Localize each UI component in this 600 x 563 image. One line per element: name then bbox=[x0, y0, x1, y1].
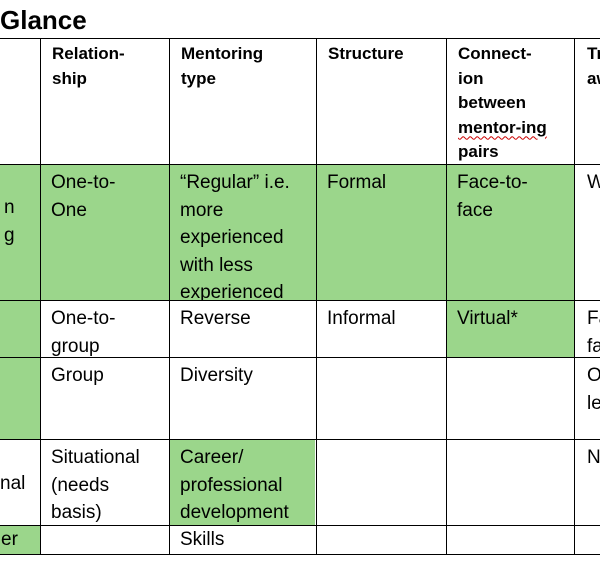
grid-line-bottom bbox=[0, 554, 600, 555]
cell-bg-mentoring-r4 bbox=[170, 440, 315, 526]
grid-line-v4 bbox=[446, 38, 447, 555]
cell-mentoring-r2: Reverse bbox=[180, 308, 251, 329]
cell-structure-r2: Informal bbox=[327, 308, 396, 329]
page-title: Glance bbox=[0, 5, 87, 35]
cell-relationship-r3: Group bbox=[51, 365, 104, 386]
header-relationship: Relation- ship bbox=[52, 44, 125, 88]
header-connection-text: Connect- ion between bbox=[458, 44, 532, 112]
cell-left-r4: nal bbox=[0, 473, 26, 494]
header-mentoring-type: Mentoring type bbox=[181, 44, 264, 88]
header-connection: Connect- ion between mentor-ing pairs bbox=[447, 39, 574, 164]
cell-last-r1: W bbox=[587, 172, 600, 193]
cell-structure-r1: Formal bbox=[327, 172, 387, 193]
cell-left-r5: er bbox=[1, 529, 18, 550]
cell-relationship-r1: One-to- One bbox=[51, 172, 116, 221]
grid-line-v1 bbox=[40, 38, 41, 555]
cell-relationship-r2: One-to- group bbox=[51, 308, 116, 357]
cell-last-r3: O le bbox=[587, 365, 600, 414]
cell-last-r2: Fa fa bbox=[587, 308, 600, 357]
grid-line-row2 bbox=[0, 357, 600, 358]
cell-bg-left-r3 bbox=[0, 358, 40, 440]
cell-mentoring-r4: Career/ professional development bbox=[180, 447, 289, 523]
header-structure: Structure bbox=[328, 44, 404, 63]
cell-bg-left-r1 bbox=[0, 165, 40, 301]
grid-line-row3 bbox=[0, 439, 600, 440]
cell-bg-left-r5 bbox=[0, 526, 40, 554]
grid-line-v3 bbox=[316, 38, 317, 555]
cell-bg-left-r2 bbox=[0, 301, 40, 358]
grid-line-top bbox=[0, 38, 600, 39]
cell-last-r4: N bbox=[587, 447, 600, 468]
cell-connection-r1: Face-to- face bbox=[457, 172, 528, 221]
cell-mentoring-r3: Diversity bbox=[180, 365, 253, 386]
grid-line-v5 bbox=[574, 38, 575, 555]
cell-mentoring-r1: “Regular” i.e. more experienced with les… bbox=[180, 172, 290, 300]
cell-left-r1: n g bbox=[4, 197, 15, 246]
grid-line-v2 bbox=[169, 38, 170, 555]
grid-line-row1 bbox=[0, 300, 600, 301]
grid-line-header bbox=[0, 164, 600, 165]
cell-relationship-r4: Situational (needs basis) bbox=[51, 447, 140, 523]
grid-line-row4 bbox=[0, 525, 600, 526]
spellcheck-underline: mentor-ing bbox=[458, 117, 547, 137]
header-last: Tr aw bbox=[587, 44, 600, 88]
header-connection-text-end: pairs bbox=[458, 142, 499, 161]
cell-bg-connection-r2 bbox=[447, 301, 574, 358]
cell-connection-r2: Virtual* bbox=[457, 308, 518, 329]
cell-bg-row1 bbox=[41, 165, 574, 301]
cell-mentoring-r5: Skills bbox=[180, 529, 225, 550]
